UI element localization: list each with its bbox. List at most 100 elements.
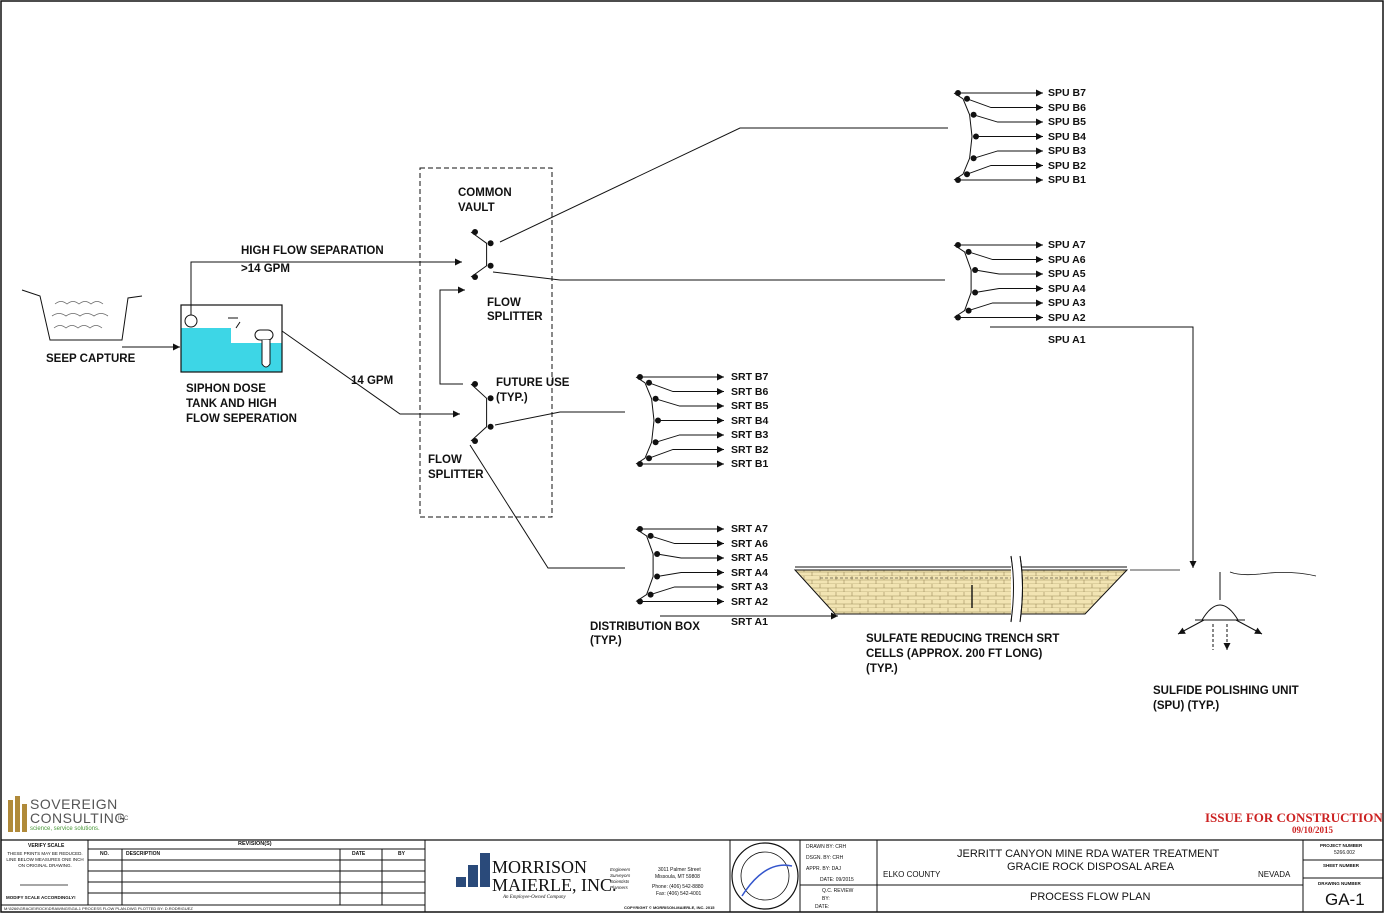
spu-b-splitter-outlet (966, 162, 1043, 175)
spu-b-splitter-outlet (973, 114, 1043, 126)
lower-flow-splitter-port (487, 395, 494, 402)
upper-flow-splitter (470, 229, 494, 280)
project-title-1: JERRITT CANYON MINE RDA WATER TREATMENT (957, 848, 1220, 860)
gpm14-label: 14 GPM (351, 375, 394, 387)
project-number: 5266.002 (1334, 850, 1355, 856)
srt-a-splitter-outlet (657, 553, 724, 562)
mm-role-4: Planners (610, 885, 628, 890)
drawing-number-label: DRAWING NUMBER (1318, 881, 1361, 886)
srt-b-splitter-outlet (648, 382, 724, 395)
dsgn-by: DSGN. BY: CRH (806, 855, 844, 861)
mm-address-2: Missoula, MT 59808 (655, 874, 700, 880)
siphon-dose-tank (180, 304, 283, 373)
upper-flow-splitter-port (472, 274, 478, 280)
drawing-number: GA-1 (1325, 890, 1365, 909)
county: ELKO COUNTY (883, 870, 941, 879)
srt-a7: SRT A7 (731, 523, 768, 535)
spu-b5: SPU B5 (1048, 116, 1086, 128)
state: NEVADA (1258, 870, 1291, 879)
lower-flow-splitter-port (472, 381, 478, 387)
drawn-by: DRAWN BY: CRH (806, 844, 847, 850)
modify-note: MODIFY SCALE ACCORDINGLY! (6, 895, 76, 900)
srt-a4: SRT A4 (731, 566, 768, 579)
mm-phone: Phone: (406) 542-8880 (652, 884, 704, 890)
flow-splitter-lower-1: FLOW (428, 454, 462, 466)
mm-fax: Fax: (406) 542-4001 (656, 891, 702, 897)
spu-a-list: SPU A7 SPU A6 SPU A5 SPU A4 SPU A3 SPU A… (1048, 238, 1086, 325)
srt-b-splitter-outlet (655, 398, 724, 410)
spu-a6: SPU A6 (1048, 253, 1086, 266)
seep-capture-basin (21, 289, 143, 341)
srt-a3: SRT A3 (731, 581, 768, 593)
rev-col-date: DATE (352, 851, 366, 857)
mm-name-1: MORRISON (492, 857, 588, 877)
sheet-title: PROCESS FLOW PLAN (1030, 891, 1151, 903)
mm-role-1: Engineers (610, 867, 631, 872)
mm-address-1: 3011 Palmer Street (658, 867, 701, 873)
upper-flow-splitter-port (487, 240, 494, 247)
srt-b4: SRT B4 (731, 414, 769, 427)
spu-b1: SPU B1 (1048, 174, 1086, 186)
srt-a-splitter-body (635, 528, 654, 602)
srt-a-splitter-outlet (657, 569, 724, 577)
future-use-label: FUTURE USE (496, 377, 570, 389)
common-vault-label-1: COMMON (458, 187, 512, 199)
flow-splitter-upper-2: SPLITTER (487, 311, 543, 323)
gt14-gpm-label: >14 GPM (241, 263, 290, 275)
sovereign-name-1: SOVEREIGN (30, 796, 118, 812)
srt-b-splitter-outlet (648, 446, 724, 459)
spu-a-splitter-body (953, 244, 972, 318)
sulfate-reducing-trench (793, 555, 1129, 623)
srt-a6: SRT A6 (731, 537, 768, 550)
lower-flow-splitter (470, 381, 494, 444)
spu-b6: SPU B6 (1048, 101, 1086, 114)
issue-date: 09/10/2015 (1292, 825, 1334, 835)
spu-b-splitter (953, 89, 1043, 184)
project-number-label: PROJECT NUMBER (1320, 843, 1363, 848)
srt-b1: SRT B1 (731, 458, 769, 470)
distribution-box-label-1: DISTRIBUTION BOX (590, 621, 700, 633)
spu-a-splitter-outlet (975, 285, 1043, 293)
lower-flow-splitter-port (472, 438, 478, 444)
flow-splitter-lower-2: SPLITTER (428, 469, 484, 481)
rev-col-no: NO. (100, 851, 109, 857)
spu-a1: SPU A1 (1048, 334, 1086, 346)
srt-cells-label-1: SULFATE REDUCING TRENCH SRT (866, 633, 1060, 645)
high-flow-label: HIGH FLOW SEPARATION (241, 245, 384, 257)
spu-a-splitter-outlet (968, 251, 1043, 263)
spu-a2: SPU A2 (1048, 311, 1086, 324)
sheet-number-label: SHEET NUMBER (1323, 863, 1360, 868)
srt-a-list: SRT A7 SRT A6 SRT A5 SRT A4 SRT A3 SRT A… (731, 522, 768, 609)
spu-b-splitter-outlet (973, 147, 1043, 159)
srt-a2: SRT A2 (731, 595, 768, 608)
mm-tagline: An Employee-Owned Company (503, 895, 566, 900)
spu-a3: SPU A3 (1048, 297, 1086, 309)
srt-b-splitter-outlet (655, 431, 724, 443)
lower-flow-splitter-body (470, 383, 488, 442)
spu-a5: SPU A5 (1048, 268, 1086, 280)
upper-flow-splitter-port (487, 262, 494, 269)
revisions-header: REVISION(S) (238, 841, 272, 847)
srt-b7: SRT B7 (731, 371, 769, 383)
engineer-stamp (731, 842, 799, 910)
srt-a-splitter-outlet (650, 535, 724, 547)
srt-b3: SRT B3 (731, 429, 769, 441)
file-path: M:\5266\GRACIE\ROCK\DRAWINGS\GA-1 PROCES… (4, 906, 193, 911)
spu-b7: SPU B7 (1048, 87, 1086, 99)
siphon-tank-label-2: TANK AND HIGH (186, 398, 277, 410)
date-field: DATE: 09/2015 (820, 877, 854, 883)
srt-b-splitter-body (635, 376, 655, 465)
srt-b-splitter (635, 373, 724, 468)
issue-for-construction: ISSUE FOR CONSTRUCTION (1205, 810, 1383, 825)
copyright: COPYRIGHT © MORRISON-MAIERLE, INC. 2015 (624, 905, 715, 910)
spu-label-1: SULFIDE POLISHING UNIT (1153, 685, 1299, 697)
siphon-tank-label-1: SIPHON DOSE (186, 383, 266, 395)
srt-a-splitter (635, 525, 724, 605)
spu-b-list: SPU B7 SPU B6 SPU B5 SPU B4 SPU B3 SPU B… (1048, 86, 1086, 188)
spu-b2: SPU B2 (1048, 159, 1086, 172)
sulfide-polishing-unit (1130, 569, 1317, 650)
spu-a-splitter-outlet (968, 299, 1043, 312)
spu-b-splitter-body (953, 92, 973, 181)
